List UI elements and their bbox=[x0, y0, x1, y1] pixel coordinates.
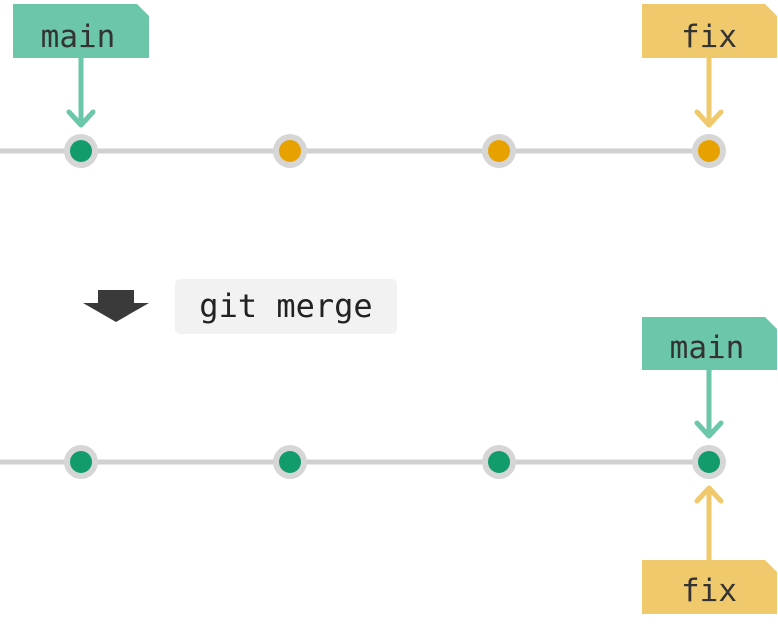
before-commit-4 bbox=[692, 134, 726, 168]
before-timeline: main fix bbox=[0, 4, 777, 168]
before-main-tag-label: main bbox=[41, 19, 116, 55]
before-fix-tag-shape bbox=[642, 4, 777, 58]
after-fix-tag: fix bbox=[642, 485, 777, 614]
before-main-tag: main bbox=[13, 4, 149, 128]
before-fix-pointer-head bbox=[694, 109, 724, 128]
before-fix-tag-label: fix bbox=[681, 19, 737, 55]
merge-command: git merge bbox=[83, 279, 397, 334]
before-commit-3 bbox=[482, 134, 516, 168]
after-commit-1 bbox=[64, 445, 98, 479]
after-commit-4 bbox=[692, 445, 726, 479]
after-commit-2-dot bbox=[279, 451, 301, 473]
after-fix-tag-shape bbox=[642, 560, 777, 614]
after-main-tag-shape bbox=[642, 317, 777, 370]
after-commit-3 bbox=[482, 445, 516, 479]
before-commit-2-dot bbox=[279, 140, 301, 162]
before-commit-3-dot bbox=[488, 140, 510, 162]
after-main-pointer-head bbox=[694, 420, 724, 439]
after-commit-1-dot bbox=[70, 451, 92, 473]
down-arrow-icon bbox=[83, 290, 149, 322]
before-commit-1 bbox=[64, 134, 98, 168]
after-commit-3-dot bbox=[488, 451, 510, 473]
before-commit-2 bbox=[273, 134, 307, 168]
after-fix-pointer-head bbox=[694, 485, 724, 504]
after-commit-2 bbox=[273, 445, 307, 479]
before-main-tag-shape bbox=[13, 4, 149, 58]
after-timeline: main fix bbox=[0, 317, 777, 614]
command-text: git merge bbox=[199, 287, 372, 325]
after-main-tag: main bbox=[642, 317, 777, 439]
command-box bbox=[175, 279, 397, 334]
after-commit-4-dot bbox=[698, 451, 720, 473]
after-main-tag-label: main bbox=[670, 330, 745, 366]
before-main-pointer-head bbox=[66, 109, 96, 128]
before-commit-4-dot bbox=[698, 140, 720, 162]
before-fix-tag: fix bbox=[642, 4, 777, 128]
after-fix-tag-label: fix bbox=[681, 573, 737, 609]
before-commit-1-dot bbox=[70, 140, 92, 162]
